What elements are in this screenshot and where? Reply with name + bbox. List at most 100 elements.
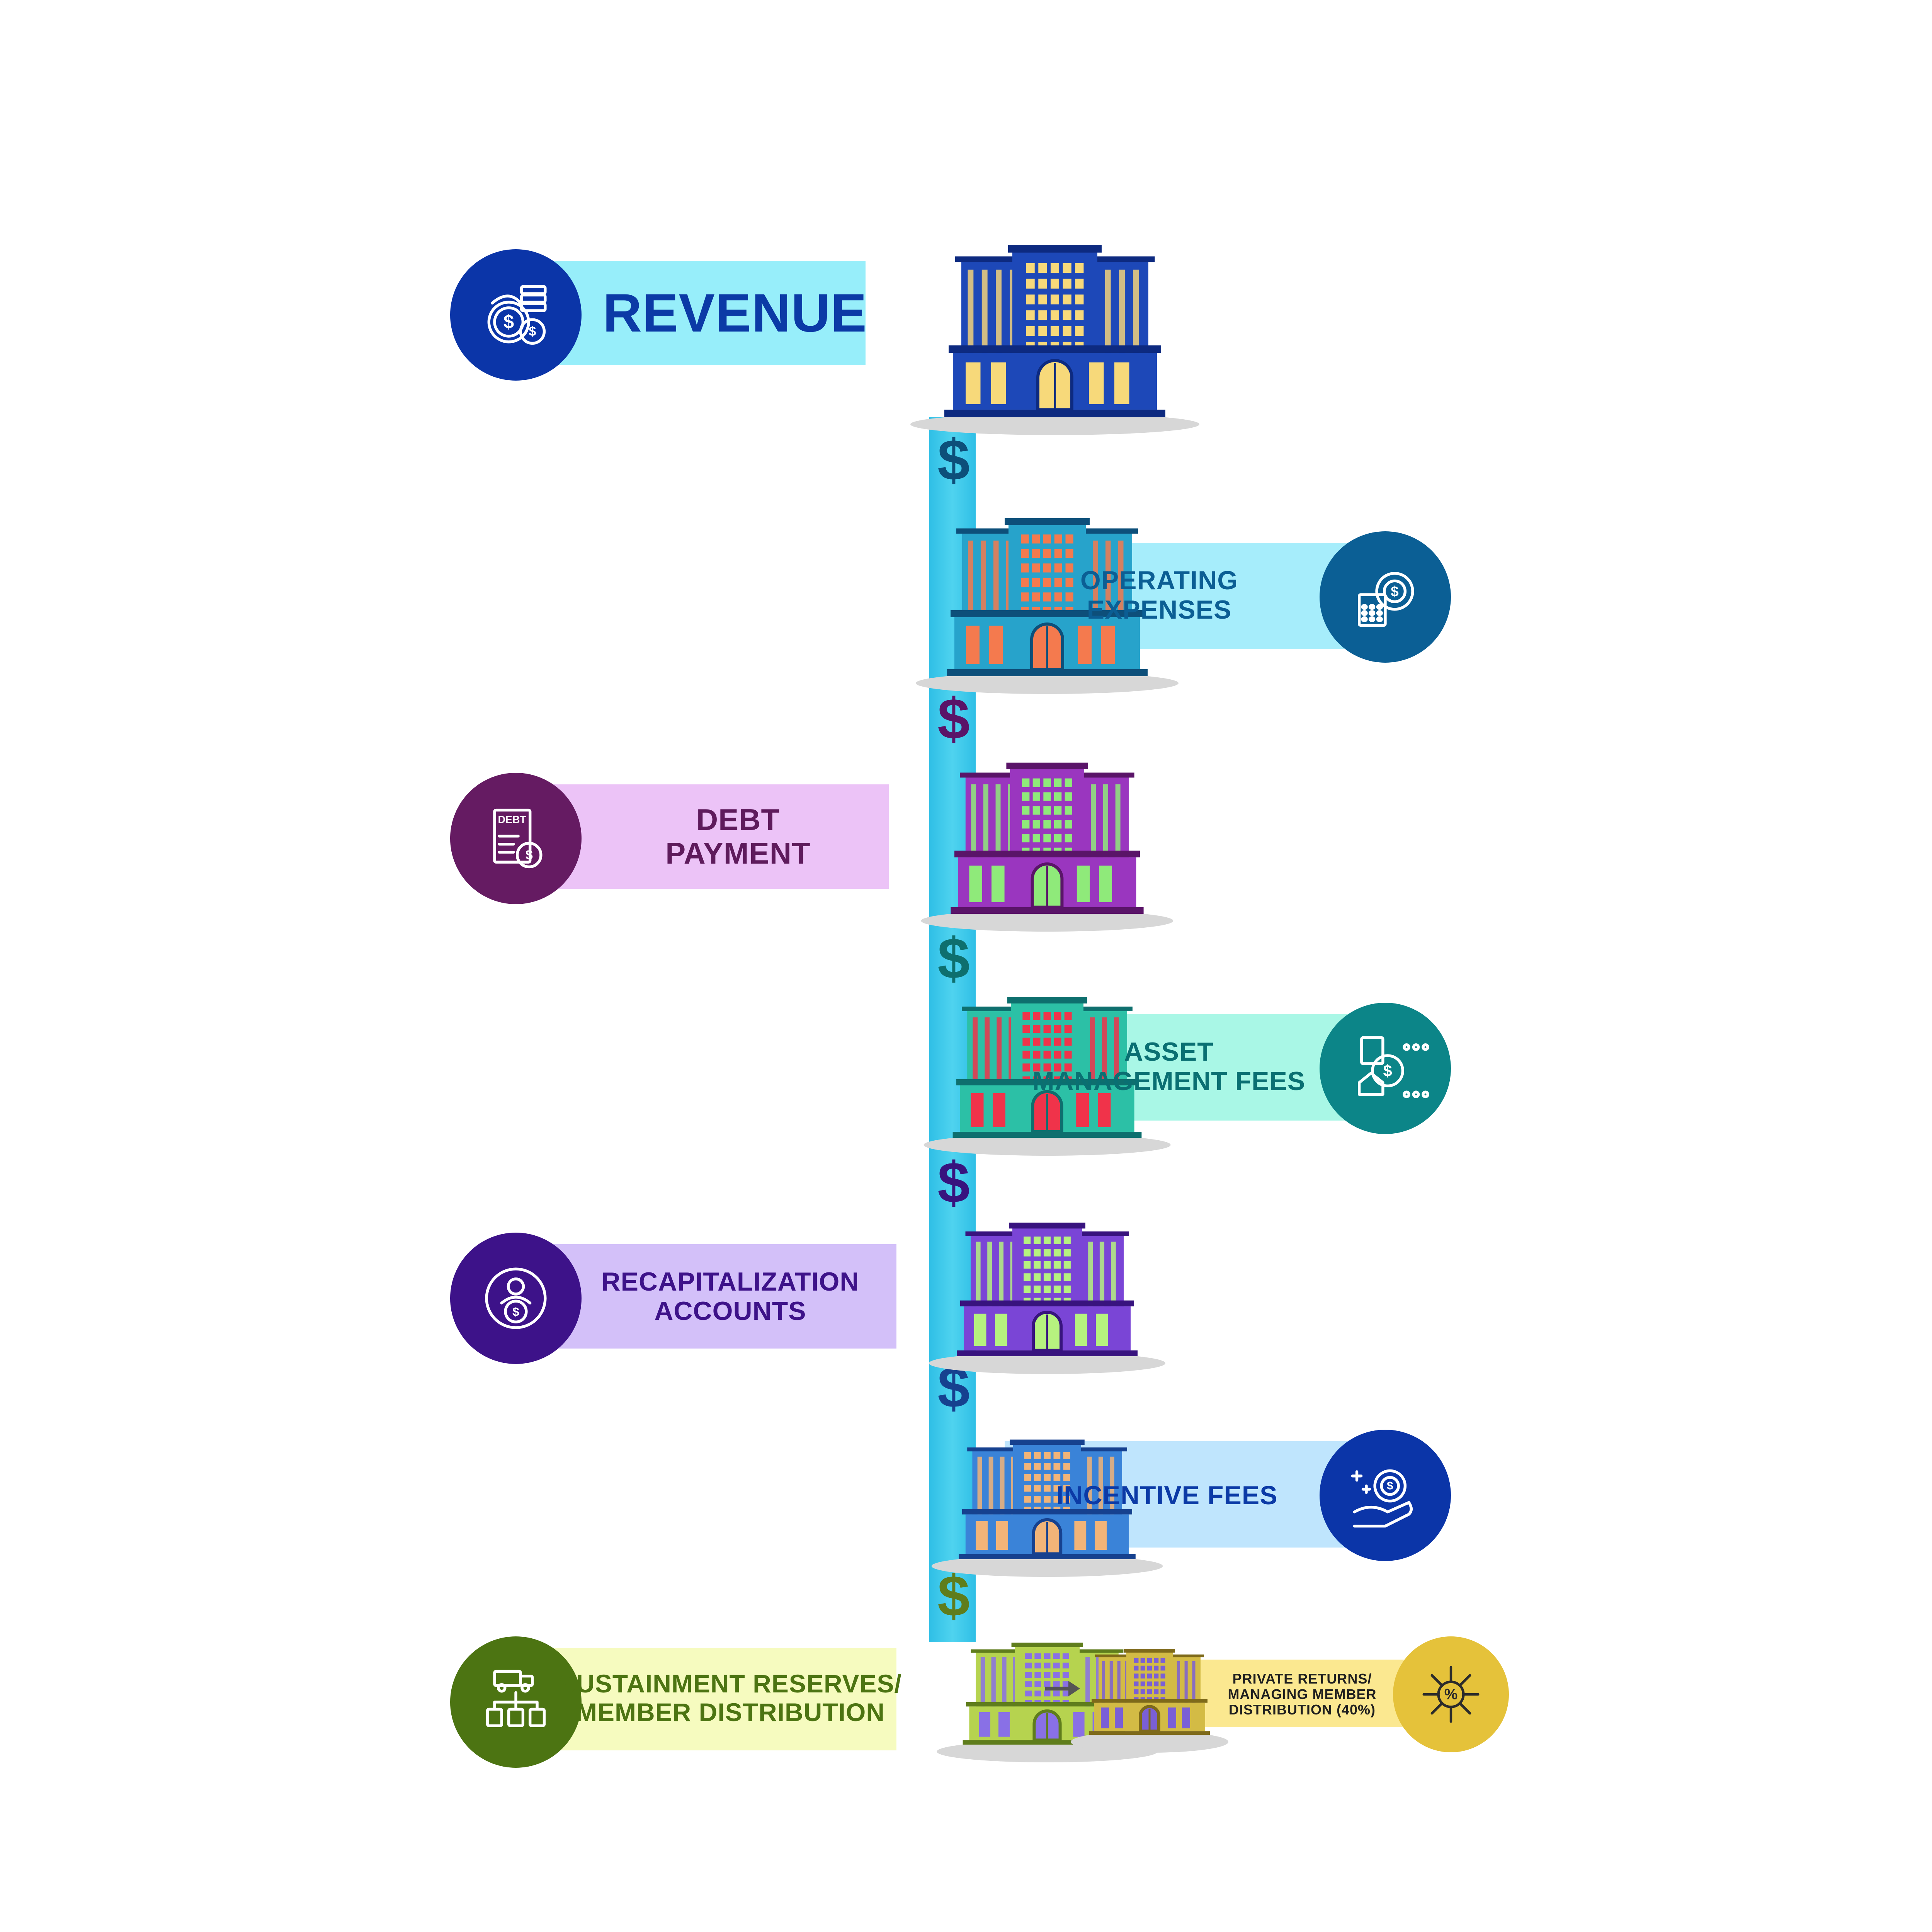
building-window: [1066, 534, 1073, 543]
debt-payment-label-line: PAYMENT: [603, 837, 873, 870]
building-window: [1034, 1286, 1041, 1293]
base-window: [995, 1314, 1007, 1346]
base-window: [993, 1093, 1005, 1127]
building-window: [1054, 534, 1062, 543]
building-window: [1063, 1672, 1069, 1678]
building-window: [1134, 1689, 1138, 1694]
building-window: [1034, 1236, 1041, 1244]
building-window: [1022, 806, 1029, 815]
building-window: [1026, 326, 1035, 336]
building-window: [1063, 1681, 1069, 1687]
incentive-fees-label: INCENTIVE FEES: [1012, 1445, 1321, 1546]
building-window: [1038, 294, 1047, 304]
wing-pillar: [996, 784, 1001, 861]
wing-pillar: [996, 270, 1002, 357]
base-window: [1101, 1708, 1109, 1728]
building-window: [1022, 779, 1029, 787]
building-window: [1038, 263, 1047, 273]
base-window: [1075, 1314, 1087, 1346]
building-window: [1024, 1249, 1031, 1257]
building-window: [1022, 834, 1029, 842]
base-window: [1115, 1708, 1123, 1728]
building-window: [1161, 1682, 1165, 1687]
wing-pillar: [1133, 270, 1139, 357]
building-window: [1026, 310, 1035, 320]
wing-pillar: [1177, 1661, 1180, 1705]
building-window: [1034, 1663, 1041, 1668]
wing-pillar: [1088, 1242, 1093, 1310]
base-window: [991, 362, 1006, 404]
building-window: [1026, 263, 1035, 273]
building-window: [1053, 1681, 1060, 1687]
building-window: [1033, 779, 1040, 787]
building-window: [1038, 310, 1047, 320]
building-window: [1054, 1286, 1061, 1293]
building-window: [1054, 806, 1061, 815]
wing-pillar: [997, 1017, 1002, 1088]
building-window: [1025, 1672, 1032, 1678]
building-window: [1064, 1273, 1071, 1281]
building-window: [1043, 534, 1051, 543]
building-window: [1022, 820, 1029, 828]
building-window: [1147, 1689, 1152, 1694]
building-window: [1033, 806, 1040, 815]
roof-dollar-sign: $: [1048, 221, 1061, 247]
building-tower-roof: [1009, 1223, 1085, 1228]
base-window: [1114, 362, 1129, 404]
building-step: [1089, 1731, 1210, 1735]
asset-management-fees-label-line: MANAGEMENT FEES: [1024, 1066, 1314, 1096]
building-window: [1038, 279, 1047, 288]
building-tower-roof: [1012, 1643, 1083, 1647]
wing-pillar: [987, 1242, 992, 1310]
recapitalization-accounts-label-line: ACCOUNTS: [572, 1296, 889, 1326]
building-step: [957, 1350, 1138, 1356]
wing-pillar: [1119, 270, 1125, 357]
building-window: [1161, 1658, 1165, 1663]
building-window: [1141, 1682, 1145, 1687]
building-window: [1154, 1673, 1158, 1679]
building-window: [1025, 1663, 1032, 1668]
incentive-fees-label-line: INCENTIVE FEES: [1012, 1481, 1321, 1510]
building-window: [1063, 1690, 1069, 1696]
wing-pillar: [1002, 1657, 1006, 1709]
base-window: [974, 1314, 986, 1346]
wing-pillar: [999, 1242, 1003, 1310]
building-window: [1147, 1682, 1152, 1687]
building-window: [1075, 279, 1083, 288]
building-window: [1161, 1689, 1165, 1694]
base-window: [966, 362, 981, 404]
base-window: [998, 1712, 1010, 1737]
building-window: [1034, 1681, 1041, 1687]
building-window: [1141, 1666, 1145, 1671]
building-window: [1024, 1236, 1031, 1244]
building-window: [1054, 834, 1061, 842]
building-tower-roof: [1007, 997, 1087, 1003]
building-window: [1054, 820, 1061, 828]
building-window: [1021, 592, 1029, 601]
building-window: [1065, 792, 1072, 801]
building-window: [1044, 1690, 1051, 1696]
building-window: [1141, 1658, 1145, 1663]
dollar-sign: $: [937, 427, 969, 492]
building-step: [951, 907, 1143, 914]
building-window: [1064, 1261, 1071, 1269]
svg-text:$: $: [529, 324, 536, 339]
building-window: [1154, 1666, 1158, 1671]
svg-text:$: $: [526, 848, 533, 862]
building-window: [1147, 1673, 1152, 1679]
svg-text:$: $: [1387, 1480, 1393, 1492]
wing-pillar: [992, 1657, 996, 1709]
building-window: [1044, 1653, 1051, 1659]
building-window: [1051, 326, 1059, 336]
base-window: [1073, 1712, 1084, 1737]
building-window: [1053, 1663, 1060, 1668]
building-window: [1054, 1273, 1061, 1281]
svg-text:%: %: [1444, 1686, 1458, 1703]
building-window: [1075, 326, 1083, 336]
svg-text:$: $: [1391, 583, 1398, 599]
wing-pillar: [989, 1457, 993, 1517]
wing-pillar: [1103, 784, 1108, 861]
revenue-label-line: REVENUE: [603, 283, 866, 344]
wing-pillar: [1091, 784, 1096, 861]
building-window: [1147, 1666, 1152, 1671]
